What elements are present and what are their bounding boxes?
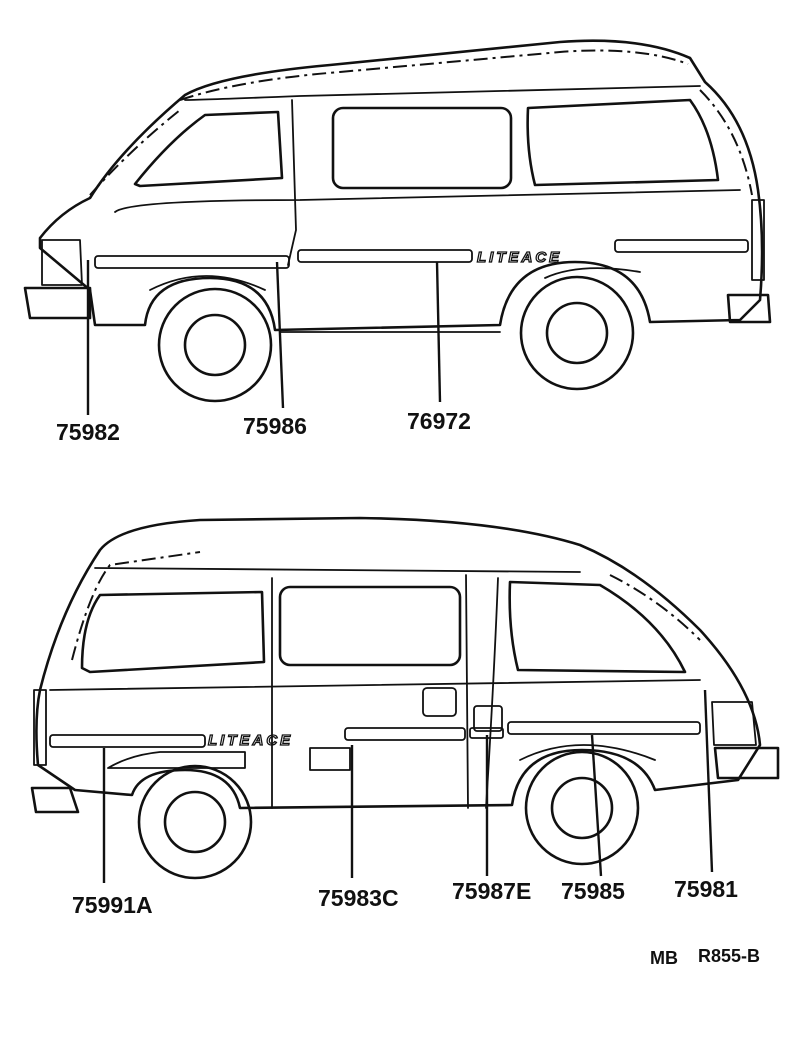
roof-gutter-right — [94, 567, 581, 573]
liteace-badge: LITEACE — [477, 249, 562, 266]
front-arch-trim-right — [519, 744, 656, 761]
callout-75991A: 75991A — [72, 892, 153, 918]
rear-window-right — [80, 590, 266, 674]
callout-75987E: 75987E — [452, 878, 531, 904]
rear-bumper-right — [30, 786, 80, 814]
rear-arch-trim-right — [107, 751, 246, 769]
headlamp-right — [711, 701, 757, 746]
callout-75981: 75981 — [674, 876, 738, 902]
molding-mid-right — [344, 727, 466, 741]
front-wheel — [157, 287, 273, 403]
van-left-side-view: LITEACE — [23, 39, 772, 403]
front-arch-trim — [149, 275, 266, 291]
van-body-outline-right — [35, 516, 762, 810]
headlamp — [41, 239, 83, 286]
molding-front-right — [507, 721, 701, 735]
rear-window — [526, 98, 720, 187]
van-body-outline — [38, 39, 764, 332]
liteace-badge-right: LITEACE — [208, 732, 293, 749]
rear-wheel-right — [137, 764, 253, 880]
callout-76972: 76972 — [407, 408, 471, 434]
pillar-line — [89, 109, 181, 196]
front-door-line — [287, 99, 297, 266]
roof-line-right — [71, 551, 201, 661]
front-bumper-right — [713, 746, 780, 780]
rear-arch-trim — [544, 267, 641, 279]
rear-wheel — [519, 275, 635, 391]
rear-bumper — [726, 293, 772, 324]
callout-75985: 75985 — [561, 878, 625, 904]
window-frame-right — [49, 679, 701, 691]
roof-line — [179, 49, 689, 101]
door-handle — [473, 705, 503, 732]
callout-75982: 75982 — [56, 419, 120, 445]
callout-75986: 75986 — [243, 413, 307, 439]
front-window-right — [508, 580, 687, 674]
windscreen-line-right — [609, 574, 701, 641]
front-bumper — [23, 286, 92, 320]
reference-code-right: R855-B — [698, 946, 760, 966]
fuel-lid — [422, 687, 457, 717]
middle-window — [331, 106, 513, 190]
rear-lamp — [751, 199, 765, 281]
bottom-leaders — [102, 689, 714, 883]
rear-pillar-line — [699, 89, 753, 196]
top-leaders — [86, 260, 442, 415]
reference-code-left: MB — [650, 948, 678, 968]
molding-middle — [297, 249, 473, 263]
van-right-side-view: LITEACE — [30, 516, 780, 880]
molding-rear-right — [49, 734, 206, 748]
window-frame — [114, 189, 741, 213]
window-frame-upper — [184, 85, 701, 101]
molding-badge-plate — [309, 747, 351, 771]
rear-lamp-right — [33, 689, 47, 766]
molding-rear — [614, 239, 749, 253]
sliding-door-rear — [465, 574, 469, 809]
front-wheel-right — [524, 750, 640, 866]
callout-75983C: 75983C — [318, 885, 399, 911]
molding-front — [94, 255, 290, 269]
front-window — [133, 110, 284, 188]
middle-window-right — [278, 585, 462, 667]
